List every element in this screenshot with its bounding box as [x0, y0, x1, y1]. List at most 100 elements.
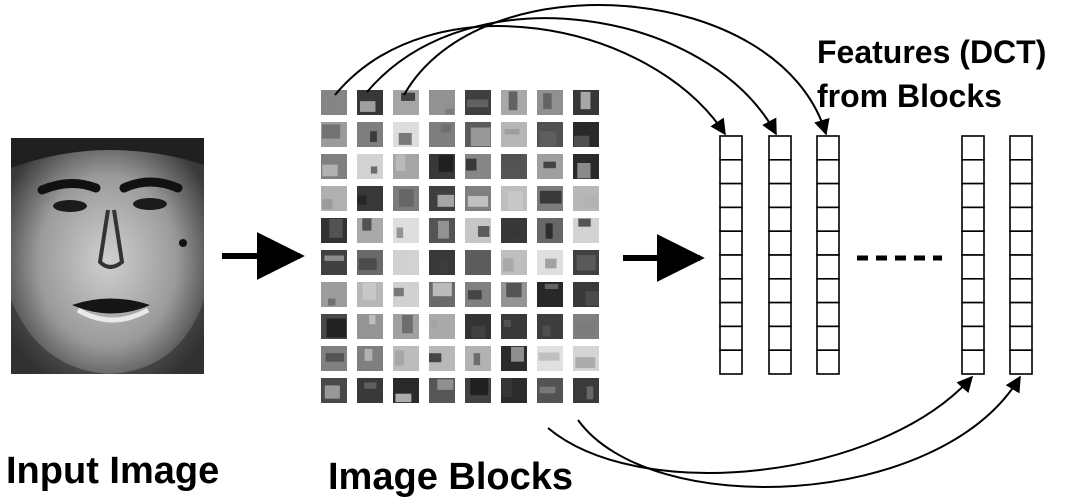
image-block — [465, 218, 491, 243]
feature-cell — [719, 135, 743, 161]
image-block — [321, 90, 347, 115]
image-block — [537, 282, 563, 307]
feature-cell — [961, 182, 985, 209]
image-block — [393, 186, 419, 211]
feature-cell — [768, 230, 792, 256]
feature-cell — [1009, 349, 1033, 375]
feature-cell — [768, 135, 792, 161]
right-brow — [119, 177, 183, 193]
feature-cell — [719, 301, 743, 328]
curve-arrow-block3-to-vector3 — [403, 4, 830, 136]
image-block — [573, 122, 599, 147]
image-block — [537, 314, 563, 339]
image-block — [429, 122, 455, 147]
curve-arrow-block-to-vector4 — [547, 375, 974, 474]
image-block — [465, 282, 491, 307]
image-block — [501, 218, 527, 243]
image-block — [393, 154, 419, 179]
feature-cell — [768, 254, 792, 280]
right-eye — [133, 198, 167, 210]
image-block — [501, 282, 527, 307]
features-title: Features (DCT) from Blocks — [817, 30, 1046, 118]
image-blocks-label: Image Blocks — [328, 456, 573, 498]
image-block — [393, 250, 419, 275]
feature-vectors — [719, 135, 1033, 375]
image-block — [357, 314, 383, 339]
feature-cell — [719, 159, 743, 185]
feature-cell — [768, 325, 792, 351]
feature-cell — [719, 206, 743, 232]
image-block — [429, 282, 455, 307]
image-block — [429, 250, 455, 275]
image-block — [573, 154, 599, 179]
image-block — [393, 282, 419, 307]
feature-cell — [1009, 277, 1033, 304]
image-block — [537, 346, 563, 371]
input-image-label: Input Image — [6, 450, 220, 492]
features-title-line2: from Blocks — [817, 78, 1002, 114]
image-block — [321, 186, 347, 211]
feature-cell — [1009, 325, 1033, 351]
feature-cell — [816, 301, 840, 328]
feature-cell — [1009, 159, 1033, 185]
image-block — [321, 346, 347, 371]
image-block — [465, 250, 491, 275]
image-block — [429, 154, 455, 179]
image-block — [429, 314, 455, 339]
image-block — [357, 154, 383, 179]
image-block — [321, 122, 347, 147]
feature-cell — [961, 159, 985, 185]
image-block — [573, 186, 599, 211]
image-block — [501, 186, 527, 211]
image-block — [501, 378, 527, 403]
image-block — [393, 378, 419, 403]
feature-vector — [719, 135, 743, 375]
feature-cell — [961, 277, 985, 304]
feature-vector — [816, 135, 840, 375]
feature-cell — [961, 325, 985, 351]
feature-cell — [719, 182, 743, 209]
image-block — [465, 122, 491, 147]
image-block — [501, 122, 527, 147]
image-block — [501, 90, 527, 115]
left-eye — [53, 200, 87, 212]
image-block — [357, 282, 383, 307]
feature-cell — [1009, 254, 1033, 280]
mole — [179, 239, 187, 247]
image-block — [573, 346, 599, 371]
image-blocks-grid — [321, 90, 599, 403]
feature-cell — [961, 135, 985, 161]
image-block — [537, 378, 563, 403]
feature-cell — [768, 159, 792, 185]
input-face-image — [11, 138, 204, 374]
feature-cell — [816, 230, 840, 256]
image-block — [357, 186, 383, 211]
curve-arrow-block1-to-vector1 — [334, 25, 726, 136]
image-block — [429, 186, 455, 211]
image-block — [393, 122, 419, 147]
image-block — [357, 218, 383, 243]
feature-cell — [768, 206, 792, 232]
feature-vector — [1009, 135, 1033, 375]
image-block — [393, 90, 419, 115]
jaw-shadow — [11, 300, 204, 374]
features-title-line1: Features (DCT) — [817, 34, 1047, 70]
image-block — [357, 90, 383, 115]
image-block — [393, 218, 419, 243]
image-block — [501, 314, 527, 339]
image-block — [537, 90, 563, 115]
mouth — [72, 298, 150, 314]
feature-cell — [768, 301, 792, 328]
image-block — [357, 250, 383, 275]
image-block — [501, 250, 527, 275]
feature-cell — [816, 182, 840, 209]
feature-cell — [1009, 230, 1033, 256]
lower-lip — [76, 307, 150, 323]
image-block — [465, 90, 491, 115]
curve-arrow-block-to-vector5 — [577, 375, 1021, 488]
image-block — [573, 378, 599, 403]
feature-cell — [961, 349, 985, 375]
image-block — [321, 282, 347, 307]
feature-cell — [816, 277, 840, 304]
